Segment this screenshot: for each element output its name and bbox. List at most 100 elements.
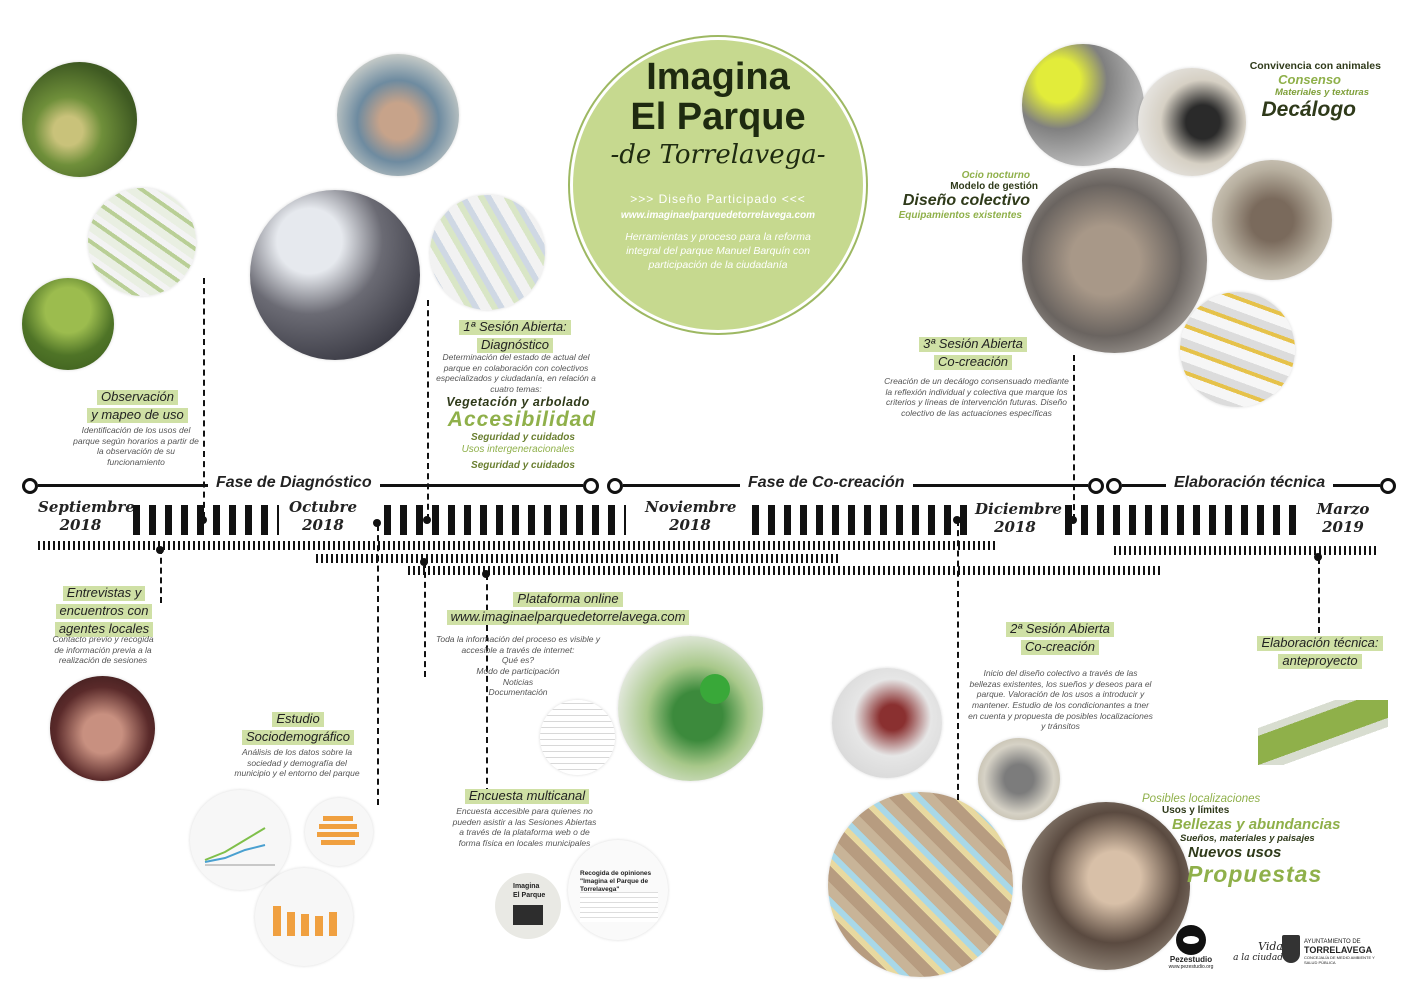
marker-dot <box>423 516 431 524</box>
pyramid-chart-icon <box>317 816 359 845</box>
header-description: Herramientas y proceso para la reforma i… <box>625 231 811 272</box>
marker-dot <box>1069 516 1077 524</box>
poster-card-line-1: Imagina <box>513 883 540 890</box>
website-map-photo <box>618 636 763 781</box>
session-map-photo <box>430 195 545 310</box>
line-chart-icon <box>204 827 275 866</box>
event-title: Observación <box>97 389 178 405</box>
phase-label-diagnostico: Fase de Diagnóstico <box>208 474 380 492</box>
tick-strip-4 <box>1114 546 1376 555</box>
marker-dot <box>1314 553 1322 561</box>
keyword-seguridad-2: Seguridad y cuidados <box>471 460 575 471</box>
month-november: Noviembre 2018 <box>645 498 737 534</box>
park-map-photo <box>88 188 196 296</box>
event-title: encuentros con <box>55 603 153 619</box>
event-entrevistas-desc: Contacto previo y recogida de informació… <box>52 634 154 666</box>
event-entrevistas: Entrevistas y encuentros con agentes loc… <box>38 584 170 638</box>
event-estudio-desc: Análisis de los datos sobre la sociedad … <box>234 747 360 779</box>
connector-plataforma <box>424 562 426 677</box>
marker-dot <box>373 519 381 527</box>
keyword-accesibilidad: Accesibilidad <box>447 408 597 431</box>
connector-sesion3 <box>1073 355 1075 520</box>
event-observacion: Observación y mapeo de uso <box>70 388 205 424</box>
event-title: 2ª Sesión Abierta <box>1006 621 1114 637</box>
co-creation-session-photo <box>1022 168 1207 353</box>
month-september: Septiembre 2018 <box>38 498 135 534</box>
event-title: Sociodemográfico <box>241 729 355 745</box>
session-group-photo <box>337 54 459 176</box>
keywords-bottom-right: Posibles localizaciones Usos y límites B… <box>1142 793 1341 887</box>
survey-card-lines <box>580 892 658 922</box>
event-title: Plataforma online <box>513 591 623 607</box>
tick-strip-1 <box>38 541 998 550</box>
event-sesion2: 2ª Sesión Abierta Co-creación <box>985 620 1135 656</box>
website-badge-icon <box>700 674 730 704</box>
phase-start-marker <box>22 478 38 494</box>
keywords-top-right: Convivencia con animales Consenso Materi… <box>1249 60 1381 121</box>
event-sesion1-desc: Determinación del estado de actual del p… <box>436 352 596 394</box>
event-estudio: Estudio Sociodemográfico <box>228 710 368 746</box>
event-title: Encuesta multicanal <box>464 788 590 804</box>
marker-dot <box>199 516 207 524</box>
connector-tecnica <box>1318 558 1320 633</box>
event-sesion2-desc: Inicio del diseño colectivo a través de … <box>968 668 1153 732</box>
event-sesion3-desc: Creación de un decálogo consensuado medi… <box>884 376 1069 418</box>
week-bars-november <box>752 505 968 535</box>
vida-logo: Vida a la ciudad <box>1233 940 1283 963</box>
event-encuesta: Encuesta multicanal <box>452 787 602 805</box>
tick-strip-3 <box>408 566 1163 575</box>
month-march: Marzo 2019 <box>1316 500 1370 536</box>
subtitle: -de Torrelavega- <box>610 140 826 170</box>
event-title: Estudio <box>272 711 324 727</box>
event-observacion-desc: Identificación de los usos del parque se… <box>73 425 199 467</box>
event-title: y mapeo de uso <box>87 407 188 423</box>
header-url[interactable]: www.imaginaelparquedetorrelavega.com <box>620 210 816 221</box>
connector-estudio <box>377 525 379 805</box>
elderly-session-photo <box>978 738 1060 820</box>
connector-sesion2 <box>957 520 959 800</box>
women-table-photo <box>1022 802 1190 970</box>
event-url[interactable]: www.imaginaelparquedetorrelavega.com <box>446 609 690 625</box>
survey-card-heading: Recogida de opiniones "Imagina el Parque… <box>580 870 652 893</box>
phase-start-marker <box>1106 478 1122 494</box>
poster-card-image <box>513 905 543 925</box>
phase-label-cocreacion: Fase de Co-creación <box>740 474 913 492</box>
connector-encuesta <box>486 574 488 794</box>
event-tecnica: Elaboración técnica: anteproyecto <box>1245 634 1395 670</box>
event-title: agentes locales <box>54 621 154 637</box>
title-line-2: El Parque <box>630 96 806 138</box>
coat-of-arms-icon <box>1282 935 1300 963</box>
event-title: Co-creación <box>933 354 1013 370</box>
marker-dot <box>156 546 164 554</box>
title-line-1: Imagina <box>646 56 790 98</box>
month-december: Diciembre 2018 <box>975 500 1062 536</box>
notes-wall-photo <box>828 792 1013 977</box>
keyword-seguridad: Seguridad y cuidados <box>471 432 575 443</box>
event-plataforma-desc: Toda la información del proceso es visib… <box>435 634 601 698</box>
connector-observacion <box>203 278 205 518</box>
event-title: 3ª Sesión Abierta <box>919 336 1027 352</box>
keywords-middle-right: Ocio nocturno Modelo de gestión Diseño c… <box>898 170 1038 221</box>
park-3d-model <box>1258 700 1388 765</box>
event-title: 1ª Sesión Abierta: <box>459 319 571 335</box>
pezestudio-logo[interactable]: Pezestudio www.pezestudio.org <box>1166 925 1216 970</box>
woman-reading-photo <box>1138 68 1246 176</box>
chart-photo-1 <box>190 790 290 890</box>
drawing-session-photo <box>832 668 942 778</box>
week-bars-december <box>1065 505 1305 535</box>
group-work-photo <box>1212 160 1332 280</box>
event-title: Co-creación <box>1020 639 1100 655</box>
session-room-photo <box>250 190 420 360</box>
event-sesion1: 1ª Sesión Abierta: Diagnóstico <box>440 318 590 354</box>
interview-photo <box>50 676 155 781</box>
tagline: >>> Diseño Participado <<< <box>630 192 806 206</box>
phase-end-marker <box>583 478 599 494</box>
website-text-photo <box>540 700 615 775</box>
event-encuesta-desc: Encuesta accesible para quienes no puede… <box>452 806 597 848</box>
phase-start-marker <box>607 478 623 494</box>
poster-photo <box>1022 44 1144 166</box>
marker-dot <box>420 558 428 566</box>
park-photo-path <box>22 62 137 177</box>
phase-end-marker <box>1380 478 1396 494</box>
event-sesion3: 3ª Sesión Abierta Co-creación <box>898 335 1048 371</box>
